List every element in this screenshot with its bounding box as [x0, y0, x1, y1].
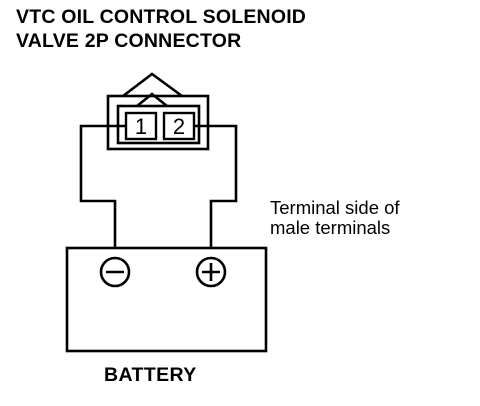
pin-1-label: 1	[135, 114, 147, 139]
wire-pin2-to-positive	[194, 124, 238, 248]
diagram-title-line-2: VALVE 2P CONNECTOR	[16, 30, 242, 52]
battery-body	[65, 246, 268, 353]
minus-circle-icon	[99, 256, 131, 288]
connector-pin-1: 1	[124, 111, 158, 141]
terminal-note-line-2: male terminals	[270, 217, 391, 238]
plus-circle-icon	[195, 256, 227, 288]
connector-pin-2: 2	[162, 111, 196, 141]
battery-label: BATTERY	[104, 364, 197, 386]
terminal-note-line-1: Terminal side of	[270, 197, 400, 218]
pin-2-label: 2	[173, 114, 185, 139]
wire-pin1-to-negative	[79, 124, 126, 248]
connector-lock-tab	[122, 72, 183, 108]
diagram-title-line-1: VTC OIL CONTROL SOLENOID	[16, 6, 307, 28]
connector-housing	[106, 94, 210, 151]
